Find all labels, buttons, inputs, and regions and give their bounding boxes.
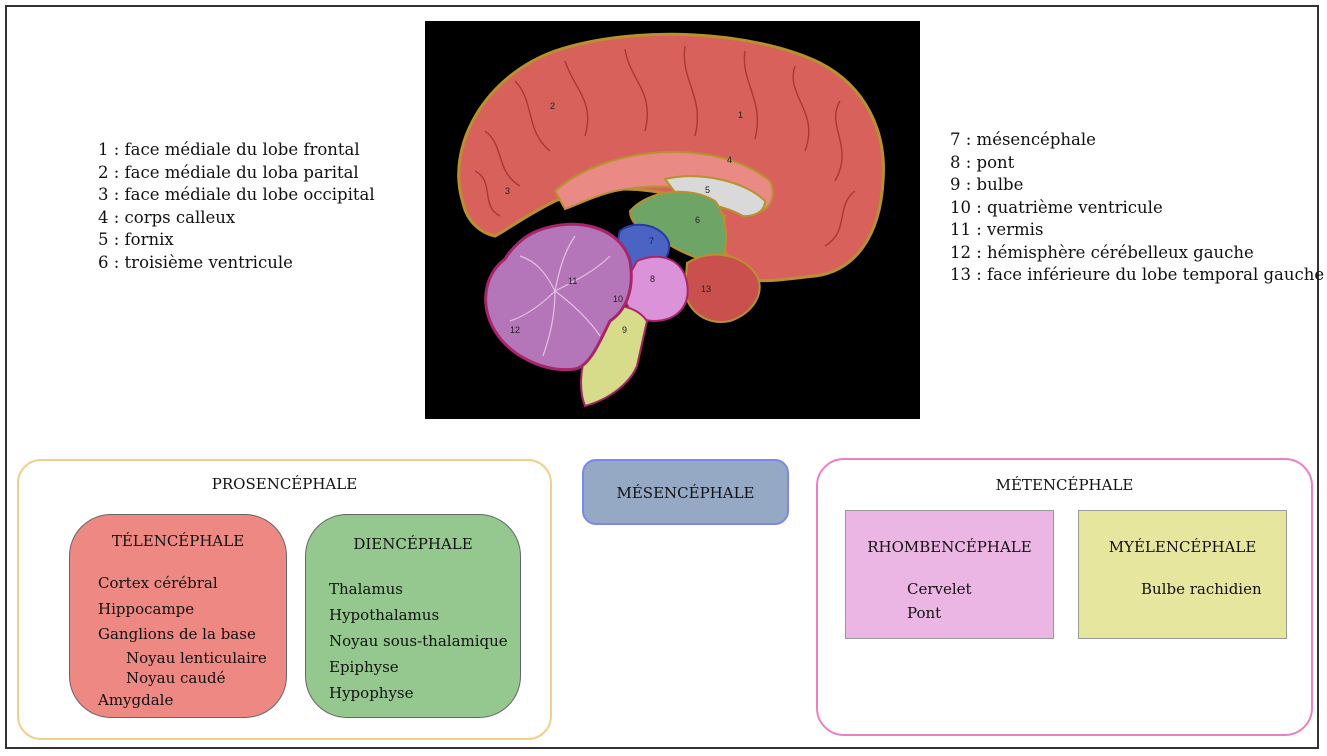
list-subitem: Noyau lenticulaire bbox=[126, 648, 267, 667]
region-number: 3 bbox=[505, 186, 510, 196]
myelencephale-list: Bulbe rachidien bbox=[1141, 577, 1262, 601]
list-item: Hypothalamus bbox=[329, 606, 440, 624]
region-number: 1 bbox=[738, 110, 743, 120]
region-number: 8 bbox=[650, 274, 655, 284]
region-number: 9 bbox=[622, 325, 627, 335]
temporal-lobe bbox=[683, 253, 761, 323]
legend-item: 12 : hémisphère cérébelleux gauche bbox=[950, 242, 1254, 262]
rhombencephale-title: RHOMBENCÉPHALE bbox=[867, 538, 1032, 556]
telencephale-list: Cortex cérébral Hippocampe Ganglions de … bbox=[98, 571, 267, 713]
legend-item: 3 : face médiale du lobe occipital bbox=[98, 185, 375, 204]
region-number: 11 bbox=[568, 276, 577, 286]
region-number: 6 bbox=[695, 215, 700, 225]
mesencephale-title: MÉSENCÉPHALE bbox=[616, 484, 755, 502]
region-number-labels: 1 2 3 4 5 6 7 8 9 10 11 12 13 bbox=[505, 101, 743, 335]
brain-sagittal-figure: 1 2 3 4 5 6 7 8 9 10 11 12 13 bbox=[425, 21, 920, 419]
metencephale-box: MÉTENCÉPHALE RHOMBENCÉPHALE Cervelet Pon… bbox=[816, 458, 1313, 736]
myelencephale-box: MYÉLENCÉPHALE Bulbe rachidien bbox=[1078, 510, 1287, 639]
prosencephale-box: PROSENCÉPHALE TÉLENCÉPHALE Cortex cérébr… bbox=[17, 459, 552, 740]
region-number: 13 bbox=[701, 284, 711, 294]
legend-item: 4 : corps calleux bbox=[98, 207, 236, 227]
diagram-frame bbox=[5, 5, 1319, 749]
list-item: Cortex cérébral bbox=[98, 574, 218, 592]
region-number: 4 bbox=[727, 155, 732, 165]
list-subitem: Noyau caudé bbox=[126, 668, 226, 687]
list-item: Cervelet bbox=[907, 580, 972, 598]
list-item: Pont bbox=[907, 604, 942, 622]
cerebellum bbox=[484, 222, 633, 372]
list-item: Bulbe rachidien bbox=[1141, 580, 1262, 598]
list-item: Epiphyse bbox=[329, 658, 399, 676]
list-item: Thalamus bbox=[329, 580, 403, 598]
list-item: Ganglions de la base bbox=[98, 625, 256, 643]
telencephale-title: TÉLENCÉPHALE bbox=[111, 532, 245, 550]
legend-item: 7 : mésencéphale bbox=[950, 130, 1096, 149]
region-number: 12 bbox=[510, 325, 520, 335]
region-number: 10 bbox=[613, 294, 623, 304]
rhombencephale-list: Cervelet Pont bbox=[907, 577, 972, 625]
rhombencephale-box: RHOMBENCÉPHALE Cervelet Pont bbox=[845, 510, 1054, 639]
list-item: Noyau sous-thalamique bbox=[329, 632, 508, 650]
mesencephale-box: MÉSENCÉPHALE bbox=[582, 459, 789, 525]
region-number: 7 bbox=[649, 236, 654, 246]
diencephale-title: DIENCÉPHALE bbox=[353, 535, 473, 553]
prosencephale-title: PROSENCÉPHALE bbox=[211, 475, 358, 493]
sulci-lines bbox=[474, 45, 856, 247]
myelencephale-title: MYÉLENCÉPHALE bbox=[1108, 538, 1257, 556]
legend-item: 11 : vermis bbox=[950, 220, 1044, 239]
legend-item: 6 : troisième ventricule bbox=[98, 252, 293, 272]
legend-item: 13 : face inférieure du lobe temporal ga… bbox=[950, 265, 1325, 284]
region-number: 5 bbox=[705, 185, 710, 195]
region-number: 2 bbox=[550, 101, 555, 111]
legend-item: 9 : bulbe bbox=[950, 175, 1024, 194]
metencephale-title: MÉTENCÉPHALE bbox=[995, 476, 1134, 494]
legend-left: 1 : face médiale du lobe frontal 2 : fac… bbox=[98, 139, 375, 274]
diencephale-box: DIENCÉPHALE Thalamus Hypothalamus Noyau … bbox=[305, 514, 521, 718]
arbor-vitae bbox=[509, 235, 611, 357]
legend-item: 5 : fornix bbox=[98, 230, 174, 249]
list-item: Hippocampe bbox=[98, 599, 195, 618]
diencephale-list: Thalamus Hypothalamus Noyau sous-thalami… bbox=[329, 576, 508, 706]
legend-item: 2 : face médiale du loba parital bbox=[98, 162, 359, 182]
list-item: Hypophyse bbox=[329, 684, 414, 702]
brain-illustration: 1 2 3 4 5 6 7 8 9 10 11 12 13 bbox=[425, 21, 920, 419]
telencephale-box: TÉLENCÉPHALE Cortex cérébral Hippocampe … bbox=[69, 514, 287, 718]
legend-item: 1 : face médiale du lobe frontal bbox=[98, 140, 360, 159]
legend-item: 8 : pont bbox=[950, 152, 1015, 172]
legend-right: 7 : mésencéphale 8 : pont 9 : bulbe 10 :… bbox=[950, 129, 1324, 287]
list-item: Amygdale bbox=[98, 690, 174, 709]
pons bbox=[623, 255, 689, 323]
legend-item: 10 : quatrième ventricule bbox=[950, 197, 1163, 217]
